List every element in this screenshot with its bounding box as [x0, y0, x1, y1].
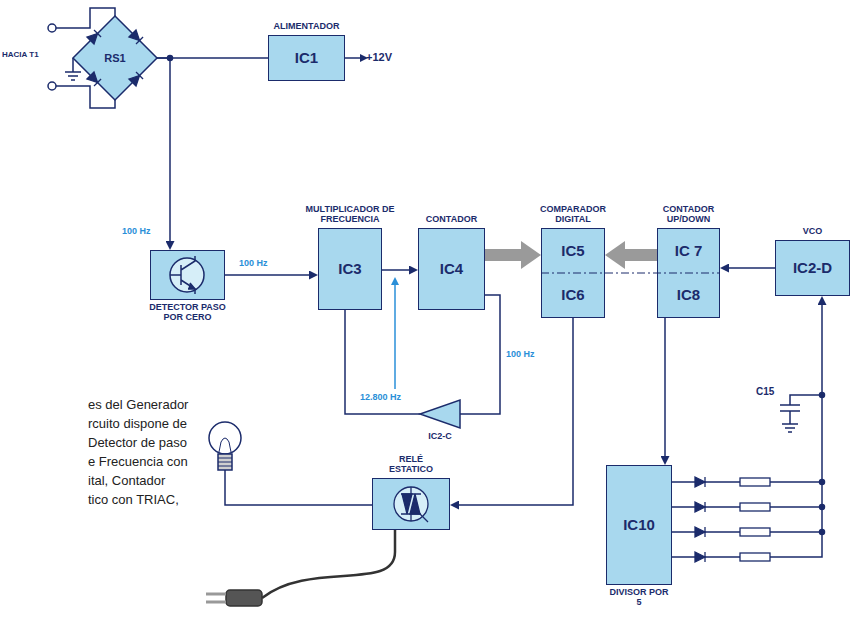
block-heading: VCO: [803, 227, 823, 237]
triangle-outline: [420, 400, 460, 428]
frequency-multiplier: MULTIPLICADOR DE FRECUENCIAIC3: [318, 228, 382, 310]
signal-line: [460, 295, 500, 414]
chip-label: IC8: [677, 287, 700, 304]
block-heading: MULTIPLICADOR DE FRECUENCIA: [305, 205, 395, 225]
block-heading: DETECTOR PASO POR CERO: [140, 303, 235, 323]
chip-label: IC1: [295, 50, 318, 67]
static-relay: RELÉ ESTATICO: [372, 478, 450, 530]
lamp-symbol: [209, 422, 241, 470]
signal-line: [157, 58, 170, 241]
capacitor-symbol: [780, 395, 822, 432]
wire: [225, 470, 372, 505]
chip-label: IC 7: [675, 243, 703, 260]
edge-label: 100 Hz: [238, 259, 269, 269]
block-heading: DIVISOR POR 5: [609, 588, 669, 608]
plug-symbol: [206, 590, 262, 606]
caption-text: es del Generador: [88, 398, 188, 413]
edge-label: 100 Hz: [505, 350, 536, 360]
vco-box: VCOIC2-D: [775, 240, 850, 296]
diamond-shape: [73, 16, 157, 100]
block-heading: CONTADOR UP/DOWN: [649, 205, 729, 225]
zero-cross-detector: DETECTOR PASO POR CERO: [150, 250, 225, 300]
diode-resistor-network: [695, 477, 770, 562]
block-heading: CONTADOR: [426, 215, 477, 225]
signal-line: [729, 267, 775, 269]
divider-box: IC10DIVISOR POR 5: [606, 465, 672, 585]
bridge-rectifier: RS1: [73, 16, 157, 100]
signal-line: [382, 269, 409, 271]
terminal: [48, 24, 56, 32]
power-supply-box: ALIMENTADORIC1: [268, 35, 345, 81]
caption-text: tico con TRIAC,: [88, 493, 179, 508]
chip-label: IC6: [561, 287, 584, 304]
wire: [345, 57, 360, 59]
signal-line: [345, 310, 420, 414]
component-label: C15: [756, 386, 774, 398]
wire: [48, 8, 825, 606]
counter-box: CONTADORIC4: [418, 228, 485, 310]
leader-arrow: [394, 285, 396, 389]
signal-line: [225, 274, 309, 276]
buffer-triangle: IC2-C: [420, 400, 460, 428]
signal-line: [157, 57, 268, 59]
signal-line: [672, 305, 822, 557]
terminal-label: HACIA T1: [2, 50, 39, 59]
caption-text: ital, Contador: [88, 474, 165, 489]
terminal: [48, 82, 56, 90]
caption-text: e Frecuencia con: [88, 455, 188, 470]
signal-line: [459, 318, 573, 505]
block-heading: RELÉ ESTATICO: [381, 455, 441, 475]
mains-cable: [262, 530, 395, 598]
block-heading: ALIMENTADOR: [274, 22, 340, 32]
frequency-label: 12.800 Hz: [360, 392, 401, 402]
signal-line: [664, 318, 666, 456]
chip-label: IC5: [561, 243, 584, 260]
digital-comparator: COMPARADOR DIGITALIC5IC6: [541, 228, 605, 318]
bus-arrow: [625, 249, 657, 261]
frequency-label: 100 Hz: [122, 226, 151, 236]
chip-label: IC10: [623, 517, 655, 534]
bus-arrow: [485, 249, 521, 261]
wire: [672, 482, 822, 532]
block-heading: IC2-C: [428, 432, 452, 442]
voltage-label: +12V: [366, 51, 392, 64]
chip-label: RS1: [104, 52, 125, 64]
caption-text: Detector de paso: [88, 436, 187, 451]
chip-label: IC3: [338, 261, 361, 278]
chip-label: IC2-D: [793, 260, 832, 277]
chip-label: IC4: [440, 261, 463, 278]
triangle-shape: [420, 400, 460, 428]
block-heading: COMPARADOR DIGITAL: [533, 205, 613, 225]
up-down-counter: CONTADOR UP/DOWNIC 7IC8: [657, 228, 720, 318]
caption-text: rcuito dispone de: [88, 417, 187, 432]
